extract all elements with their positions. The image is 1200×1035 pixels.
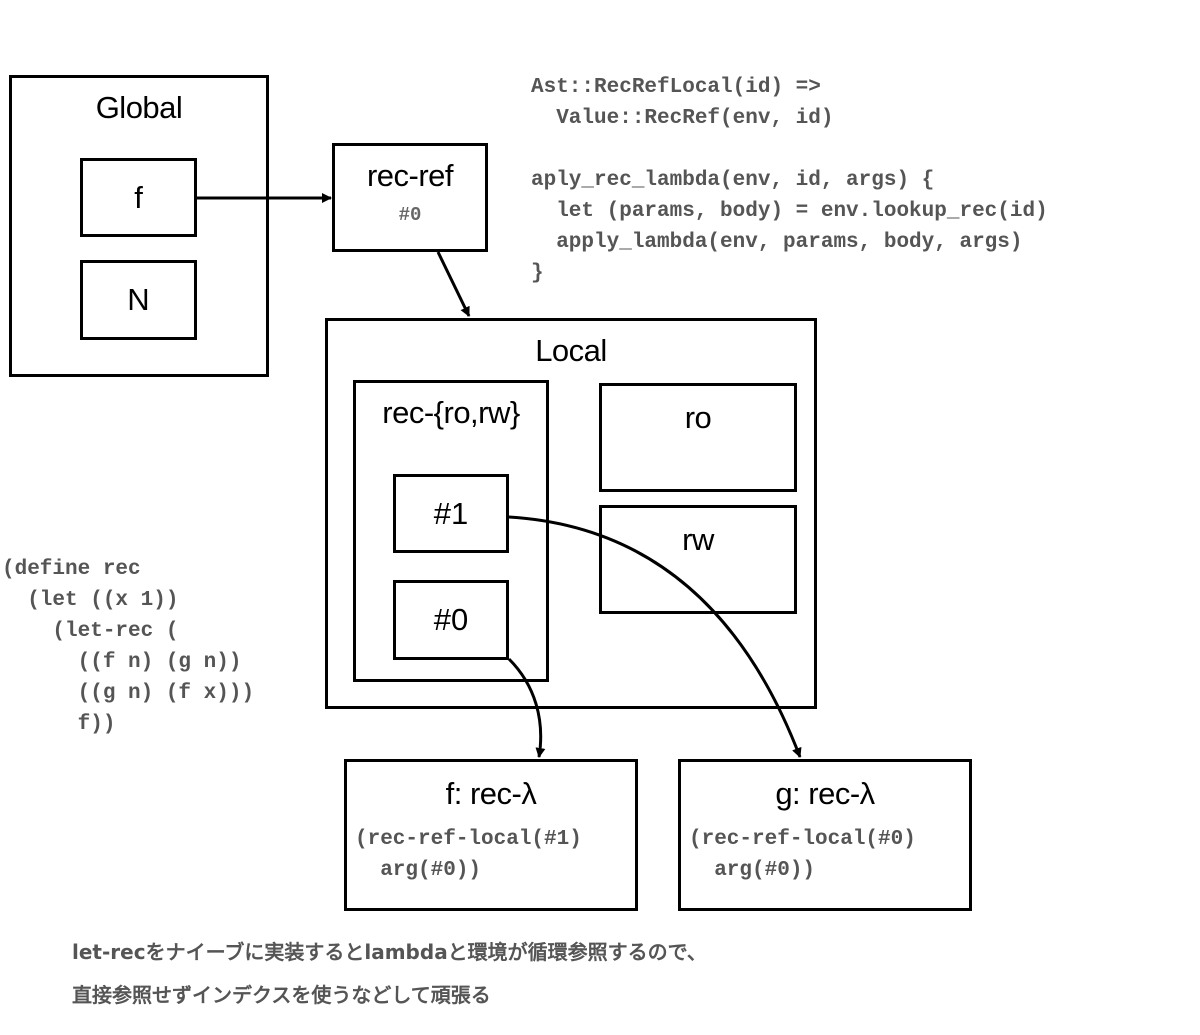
rec-slot-0: #0 — [393, 580, 509, 660]
lambda-g-box: g: rec-λ (rec-ref-local(#0) arg(#0)) — [678, 759, 972, 911]
scheme-code-snippet: (define rec (let ((x 1)) (let-rec ( ((f … — [2, 558, 255, 736]
global-env-box: Global — [9, 75, 269, 377]
arrow-rec-ref-to-local — [436, 251, 471, 317]
lambda-g-title: g: rec-λ — [775, 776, 875, 811]
rec-slot-1-label: #1 — [433, 495, 469, 531]
rec-slot-0-label: #0 — [433, 602, 469, 637]
global-var-f: f — [80, 158, 197, 237]
note-line-2: 直接参照せずインデクスを使うなどして頑張る — [72, 983, 491, 1007]
global-var-n: N — [80, 260, 197, 340]
ro-box: ro — [599, 383, 797, 492]
rec-ref-box: rec-ref #0 — [332, 143, 488, 252]
local-env-title: Local — [535, 333, 607, 368]
global-var-n-label: N — [127, 282, 150, 317]
global-var-f-label: f — [134, 179, 143, 215]
global-env-title: Global — [95, 90, 183, 125]
note-line-1: let-recをナイーブに実装するとlambdaと環境が循環参照するので、 — [72, 940, 707, 964]
rust-code-snippet: Ast::RecRefLocal(id) => Value::RecRef(en… — [531, 76, 1048, 285]
rec-slot-1: #1 — [393, 474, 509, 553]
lambda-f-code: (rec-ref-local(#1) arg(#0)) — [355, 828, 582, 882]
rw-box: rw — [599, 505, 797, 614]
lambda-g-code: (rec-ref-local(#0) arg(#0)) — [689, 828, 916, 882]
lambda-f-box: f: rec-λ (rec-ref-local(#1) arg(#0)) — [344, 759, 638, 911]
ro-label: ro — [684, 400, 712, 435]
rw-label: rw — [682, 522, 714, 557]
lambda-f-title: f: rec-λ — [445, 776, 537, 811]
rec-ref-index: #0 — [398, 204, 422, 226]
rec-ro-rw-title: rec-{ro,rw} — [382, 395, 520, 430]
rec-ref-title: rec-ref — [366, 158, 454, 193]
